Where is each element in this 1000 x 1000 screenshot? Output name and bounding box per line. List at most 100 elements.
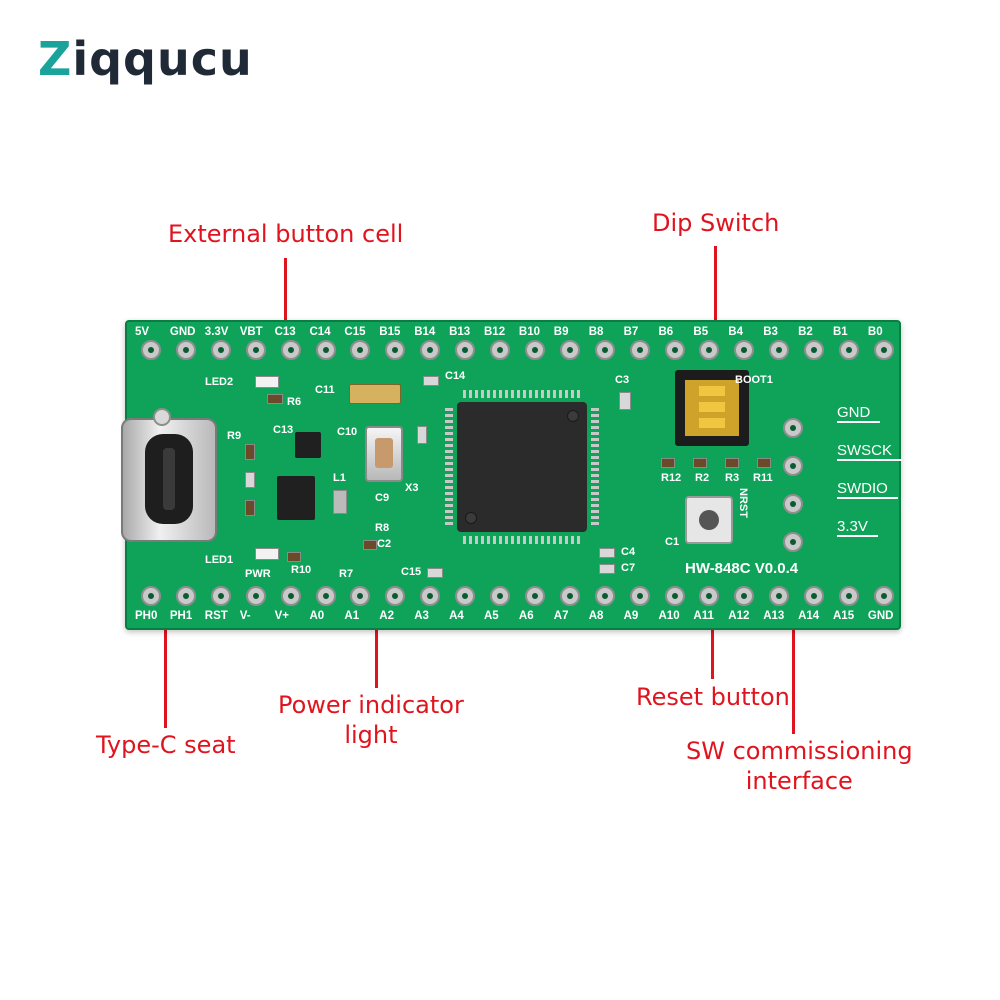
callout-power-indicator: Power indicator light — [278, 690, 464, 750]
top-pin-pad — [175, 340, 196, 360]
resistor-r2 — [693, 458, 707, 468]
top-pin-label: B14 — [414, 326, 436, 338]
top-pin-label: C14 — [309, 326, 331, 338]
capacitor-c15 — [427, 568, 443, 578]
bottom-pin-label: PH0 — [135, 610, 158, 622]
silk-c7: C7 — [621, 562, 636, 574]
bottom-pin-label: A12 — [728, 610, 750, 622]
swd-pin-pad — [783, 418, 803, 438]
bottom-pin-pad — [769, 586, 790, 606]
top-pin-pad — [210, 340, 231, 360]
silk-c13: C13 — [273, 424, 294, 436]
bottom-pin-label: A0 — [309, 610, 325, 622]
arrow-sw-interface — [792, 540, 795, 734]
silk-led2: LED2 — [205, 376, 234, 388]
resistor-r12 — [661, 458, 675, 468]
top-pin-pad — [734, 340, 755, 360]
silk-c10: C10 — [337, 426, 358, 438]
brand-logo: Ziqqucu — [38, 32, 253, 86]
bottom-pin-label: PH1 — [169, 610, 193, 622]
logo-rest: iqqucu — [72, 32, 253, 86]
silk-r6: R6 — [287, 396, 302, 408]
top-pin-pad — [420, 340, 441, 360]
top-pin-label: B13 — [449, 326, 471, 338]
dip-switch — [675, 370, 749, 446]
type-c-connector — [121, 418, 217, 542]
bottom-pin-label: A15 — [833, 610, 855, 622]
bottom-pin-pad — [873, 586, 894, 606]
silk-c1: C1 — [665, 536, 680, 548]
top-pin-pad — [804, 340, 825, 360]
bottom-pin-pad — [315, 586, 336, 606]
arrow-external-button-cell — [284, 258, 287, 342]
top-pin-pad — [873, 340, 894, 360]
top-pin-pad — [594, 340, 615, 360]
power-led — [255, 548, 279, 560]
top-pin-label: B4 — [728, 326, 743, 338]
silk-l1: L1 — [333, 472, 346, 484]
silk-r8: R8 — [375, 522, 390, 534]
bottom-pin-pad — [210, 586, 231, 606]
bottom-pin-label: GND — [867, 610, 894, 622]
resistor-r10 — [287, 552, 301, 562]
silk-pwr: PWR — [245, 568, 271, 580]
top-pin-pad — [385, 340, 406, 360]
silk-r3: R3 — [725, 472, 740, 484]
mcu-chip — [445, 390, 599, 544]
top-pin-pad — [315, 340, 336, 360]
capacitor-c4 — [599, 548, 615, 558]
logo-letter-z: Z — [38, 32, 73, 86]
bottom-pin-pad — [559, 586, 580, 606]
callout-sw-interface-line1: SW commissioning — [686, 737, 913, 765]
silk-c2: C2 — [377, 538, 392, 550]
bottom-pin-label: V- — [239, 610, 251, 622]
bottom-pin-label: A4 — [449, 610, 464, 622]
swd-label: SWDIO — [837, 480, 898, 499]
bottom-pin-label: A1 — [344, 610, 360, 622]
bottom-pin-pad — [245, 586, 266, 606]
silk-c3: C3 — [615, 374, 630, 386]
inductor-l1 — [333, 490, 347, 514]
bottom-pin-pad — [524, 586, 545, 606]
reset-button[interactable] — [685, 496, 733, 544]
callout-power-indicator-line2: light — [344, 721, 398, 749]
top-pin-label: B9 — [553, 326, 569, 338]
capacitor-c14 — [423, 376, 439, 386]
silk-r11: R11 — [753, 472, 773, 484]
top-pin-label: B3 — [763, 326, 778, 338]
silk-c11: C11 — [315, 384, 335, 396]
top-pin-pad — [839, 340, 859, 360]
bottom-pin-label: A14 — [798, 610, 820, 622]
resistor-r11 — [757, 458, 771, 468]
callout-power-indicator-line1: Power indicator — [278, 691, 464, 719]
capacitor-c7 — [599, 564, 615, 574]
bottom-pin-pad — [420, 586, 441, 606]
bottom-pin-label: A7 — [553, 610, 569, 622]
bottom-pin-pad — [175, 586, 196, 606]
bottom-pin-label: A11 — [693, 610, 714, 622]
top-pin-label: B2 — [798, 326, 813, 338]
resistor-r9 — [245, 444, 255, 460]
swd-pin-pad — [783, 494, 803, 514]
bottom-pin-label: A13 — [763, 610, 785, 622]
bottom-pin-pad — [350, 586, 371, 606]
top-pin-pad — [490, 340, 510, 360]
top-pin-pad — [699, 340, 720, 360]
top-pin-label: GND — [169, 326, 196, 338]
crystal-32k — [349, 384, 401, 404]
silk-boot1: BOOT1 — [735, 374, 773, 386]
callout-reset-button: Reset button — [636, 683, 790, 711]
bottom-pin-label: A3 — [414, 610, 429, 622]
silk-r12: R12 — [661, 472, 682, 484]
silk-c15: C15 — [401, 566, 422, 578]
top-pin-label: B5 — [693, 326, 709, 338]
resistor-r4 — [245, 500, 255, 516]
silk-model: HW-848C V0.0.4 — [685, 560, 799, 577]
bottom-pin-label: A2 — [379, 610, 394, 622]
swd-pin-pad — [783, 532, 803, 552]
top-pin-label: B8 — [588, 326, 604, 338]
top-pin-label: B0 — [867, 326, 883, 338]
callout-type-c-seat: Type-C seat — [96, 731, 236, 759]
